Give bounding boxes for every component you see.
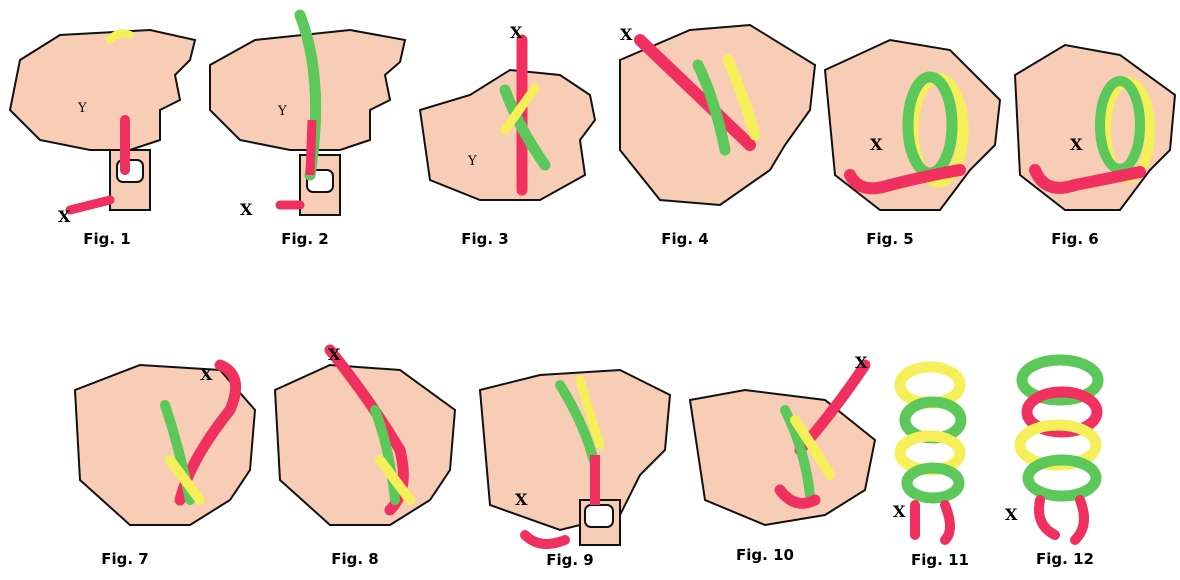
marker-x: X xyxy=(510,23,523,42)
figure-caption: Fig. 3 xyxy=(440,230,530,248)
figure-5-illustration: X xyxy=(820,0,1010,230)
figure-5: X Fig. 5 xyxy=(820,0,1010,230)
figure-8-illustration: X xyxy=(270,340,460,550)
marker-x: X xyxy=(870,135,883,154)
marker-x: X xyxy=(855,353,868,372)
marker-x: X xyxy=(58,207,71,226)
marker-x: X xyxy=(200,365,213,384)
marker-x: X xyxy=(893,502,906,521)
figure-12: X Fig. 12 xyxy=(1000,350,1130,550)
marker-x: X xyxy=(1005,505,1018,524)
figure-2: X Y Fig. 2 xyxy=(200,0,410,230)
marker-y: Y xyxy=(77,101,87,116)
marker-x: X xyxy=(240,200,253,219)
marker-y: Y xyxy=(467,154,477,169)
figure-caption: Fig. 7 xyxy=(80,550,170,568)
figure-3-illustration: X Y xyxy=(410,0,610,230)
marker-x: X xyxy=(1070,135,1083,154)
figure-4-illustration: X xyxy=(610,0,820,230)
figure-caption: Fig. 9 xyxy=(525,551,615,569)
figure-caption: Fig. 12 xyxy=(1020,550,1110,568)
figure-caption: Fig. 2 xyxy=(260,230,350,248)
figure-9: X Fig. 9 xyxy=(470,355,680,555)
figure-2-illustration: X Y xyxy=(200,0,410,230)
figure-caption: Fig. 8 xyxy=(310,550,400,568)
figure-1-illustration: X Y xyxy=(0,0,200,230)
figure-7-illustration: X xyxy=(70,350,260,550)
figure-12-illustration: X xyxy=(1000,350,1130,550)
figure-caption: Fig. 6 xyxy=(1030,230,1120,248)
figure-9-illustration: X xyxy=(470,355,680,555)
figure-caption: Fig. 1 xyxy=(62,230,152,248)
figure-4: X Fig. 4 xyxy=(610,0,820,230)
marker-x: X xyxy=(620,25,633,44)
figure-3: X Y Fig. 3 xyxy=(410,0,610,230)
figure-10-illustration: X xyxy=(685,350,885,550)
marker-y: Y xyxy=(277,104,287,119)
figure-caption: Fig. 5 xyxy=(845,230,935,248)
figure-caption: Fig. 11 xyxy=(895,551,985,569)
figure-caption: Fig. 4 xyxy=(640,230,730,248)
figure-8: X Fig. 8 xyxy=(270,340,460,550)
figure-7: X Fig. 7 xyxy=(70,350,260,550)
marker-x: X xyxy=(328,345,341,364)
figure-10: X Fig. 10 xyxy=(685,350,885,550)
figure-11-illustration: X xyxy=(885,355,995,550)
marker-x: X xyxy=(515,490,528,509)
figure-6-illustration: X xyxy=(1010,0,1180,230)
figure-6: X Fig. 6 xyxy=(1010,0,1180,230)
figure-1: X Y Fig. 1 xyxy=(0,0,200,230)
figure-caption: Fig. 10 xyxy=(720,546,810,564)
figure-11: X Fig. 11 xyxy=(885,355,995,550)
